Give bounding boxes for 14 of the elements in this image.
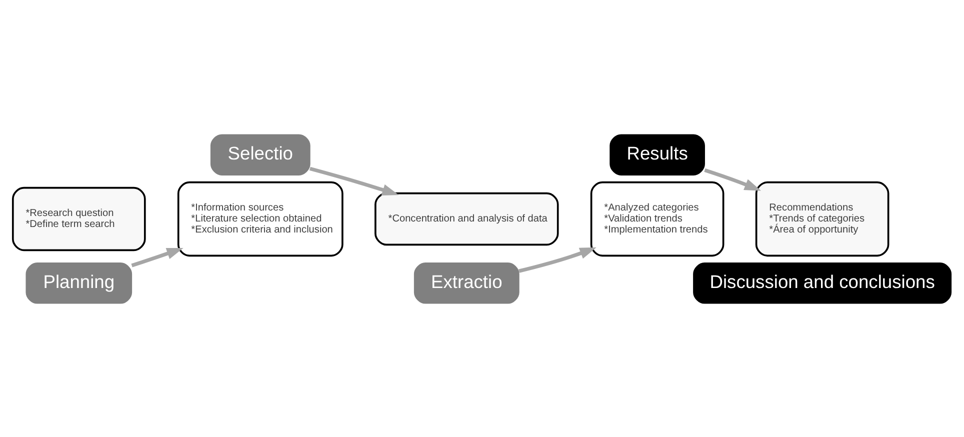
node-box: Results	[610, 134, 705, 175]
node-box: *Analyzed categories *Validation trends *Implementation trends	[590, 180, 724, 256]
node-box: Planning	[26, 262, 132, 304]
arrow	[518, 246, 596, 272]
node-box: *Concentration and analysis of data	[374, 192, 559, 246]
node-box: Extractio	[414, 262, 520, 304]
node-box: Recommendations *Trends of categories *Área of opportunity	[755, 180, 890, 256]
node-box: Selectio	[210, 134, 310, 175]
node-box: *Information sources *Literature selection obtained *Exclusion criteria and inclusion	[177, 180, 344, 256]
node-box: *Research question *Define term search	[12, 186, 146, 251]
arrow	[309, 166, 399, 195]
arrow	[704, 168, 762, 190]
arrow	[131, 248, 184, 267]
node-box: Discussion and conclusions	[693, 262, 952, 304]
